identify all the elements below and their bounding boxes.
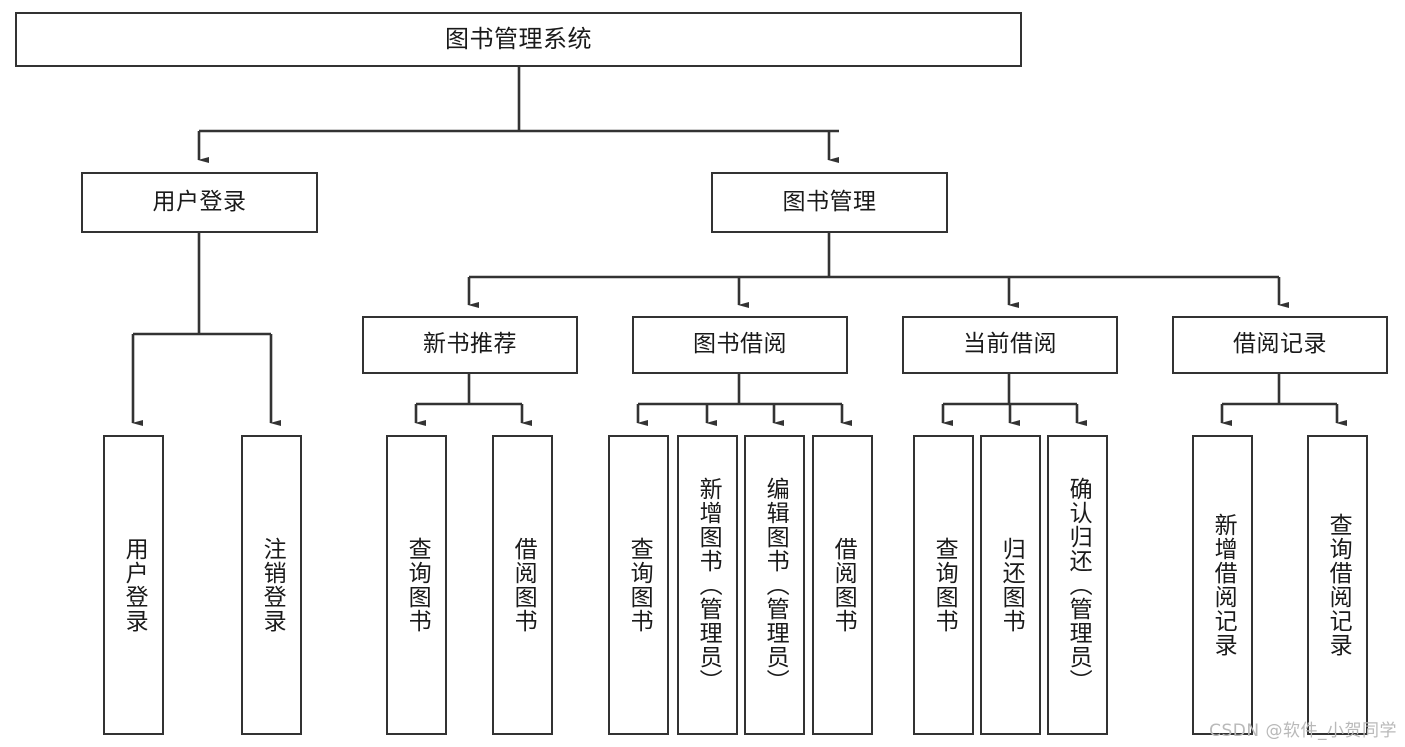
node-label: 编辑图书（管理员） (762, 477, 789, 693)
leaf-query-book-current[interactable]: 查询图书 (913, 435, 974, 735)
leaf-add-borrow-record[interactable]: 新增借阅记录 (1192, 435, 1253, 735)
node-label: 查询图书 (626, 537, 653, 633)
leaf-add-book-admin[interactable]: 新增图书（管理员） (677, 435, 738, 735)
node-label: 新书推荐 (423, 331, 517, 358)
leaf-borrow-book[interactable]: 借阅图书 (812, 435, 873, 735)
edge-root-to-level2 (197, 67, 839, 163)
node-label: 归还图书 (998, 537, 1025, 633)
node-label: 注销登录 (259, 537, 286, 633)
node-label: 确认归还（管理员） (1065, 477, 1092, 693)
node-borrow-record[interactable]: 借阅记录 (1172, 316, 1388, 374)
node-label: 借阅图书 (510, 537, 537, 633)
node-label: 用户登录 (152, 188, 247, 215)
node-label: 查询借阅记录 (1325, 513, 1352, 657)
node-label: 查询图书 (404, 537, 431, 633)
leaf-query-book-new[interactable]: 查询图书 (386, 435, 447, 735)
edge-newbook-to-leaves (414, 374, 532, 426)
leaf-logout[interactable]: 注销登录 (241, 435, 302, 735)
node-label: 查询图书 (931, 537, 958, 633)
edge-bookmanage-to-level3 (467, 233, 1289, 308)
leaf-user-login[interactable]: 用户登录 (103, 435, 164, 735)
leaf-edit-book-admin[interactable]: 编辑图书（管理员） (744, 435, 805, 735)
node-book-management[interactable]: 图书管理 (711, 172, 948, 233)
node-label: 图书管理 (782, 188, 877, 215)
leaf-confirm-return-admin[interactable]: 确认归还（管理员） (1047, 435, 1108, 735)
node-new-book-recommend[interactable]: 新书推荐 (362, 316, 578, 374)
edge-currentborrow-to-leaves (941, 374, 1087, 426)
edge-bookborrow-to-leaves (636, 374, 852, 426)
leaf-borrow-book-new[interactable]: 借阅图书 (492, 435, 553, 735)
node-label: 借阅记录 (1233, 331, 1327, 358)
node-label: 图书管理系统 (445, 25, 592, 54)
node-label: 新增图书（管理员） (695, 477, 722, 693)
node-label: 新增借阅记录 (1210, 513, 1237, 657)
leaf-query-book-borrow[interactable]: 查询图书 (608, 435, 669, 735)
node-user-login[interactable]: 用户登录 (81, 172, 318, 233)
node-label: 当前借阅 (963, 331, 1057, 358)
edge-borrowrecord-to-leaves (1220, 374, 1347, 426)
node-label: 借阅图书 (830, 537, 857, 633)
leaf-return-book[interactable]: 归还图书 (980, 435, 1041, 735)
node-root-system[interactable]: 图书管理系统 (15, 12, 1022, 67)
leaf-query-borrow-record[interactable]: 查询借阅记录 (1307, 435, 1368, 735)
node-label: 图书借阅 (693, 331, 787, 358)
node-current-borrow[interactable]: 当前借阅 (902, 316, 1118, 374)
node-label: 用户登录 (121, 537, 148, 633)
node-book-borrow[interactable]: 图书借阅 (632, 316, 848, 374)
edge-userlogin-to-leaves (131, 233, 281, 426)
